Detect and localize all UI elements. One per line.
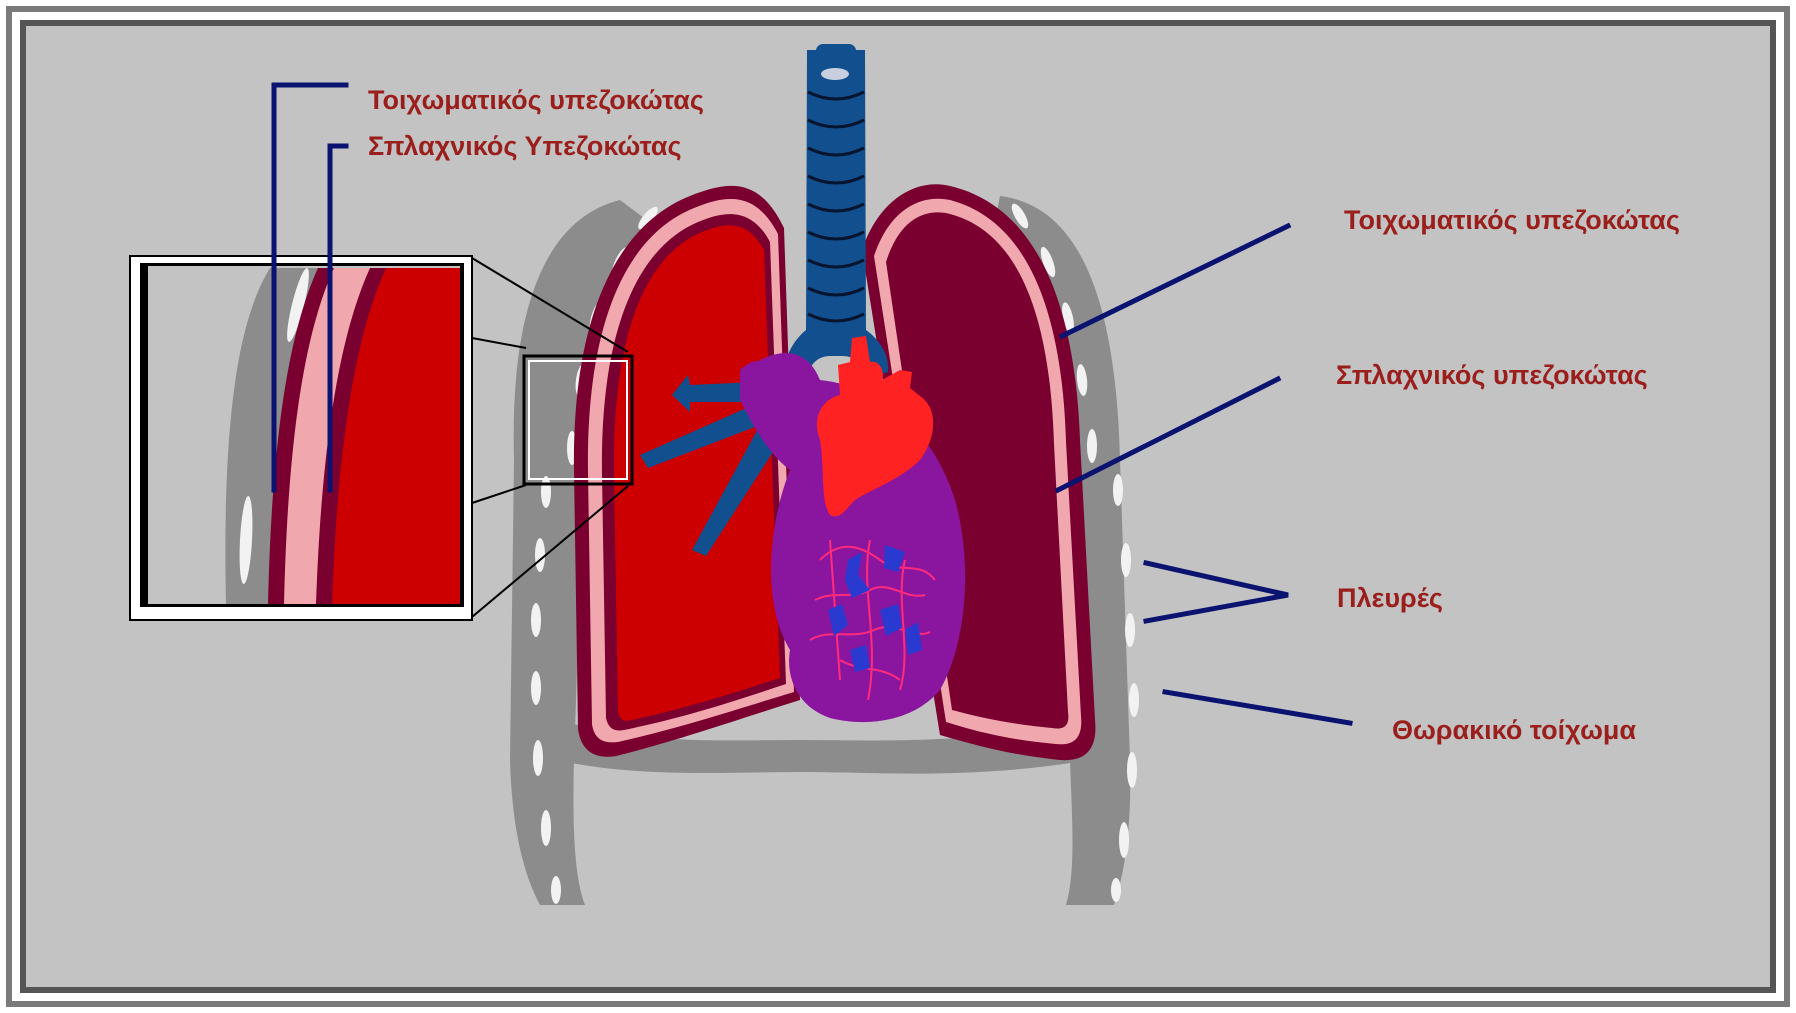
rib: [1127, 752, 1137, 788]
rib: [531, 671, 541, 705]
label-chest-wall: Θωρακικό τοίχωμα: [1392, 717, 1636, 744]
rib: [1121, 543, 1131, 577]
rib: [541, 810, 551, 846]
rib: [1111, 878, 1121, 902]
rib: [533, 740, 543, 776]
rib: [1119, 822, 1129, 858]
rib: [531, 603, 541, 637]
rib: [541, 476, 551, 508]
rib: [1129, 683, 1139, 717]
rib: [1125, 613, 1135, 647]
rib: [1087, 429, 1097, 463]
rib: [535, 538, 545, 572]
label-visceral-pleura: Σπλαχνικός υπεζοκώτας: [1336, 362, 1648, 389]
inset-zoom-view: [130, 256, 472, 620]
label-inset-visceral-pleura: Σπλαχνικός Υπεζοκώτας: [368, 133, 682, 160]
label-ribs: Πλευρές: [1337, 585, 1443, 612]
rib: [551, 876, 561, 904]
rib: [1113, 474, 1123, 506]
label-parietal-pleura: Τοιχωματικός υπεζοκώτας: [1344, 207, 1680, 234]
label-inset-parietal-pleura: Τοιχωματικός υπεζοκώτας: [368, 87, 704, 114]
